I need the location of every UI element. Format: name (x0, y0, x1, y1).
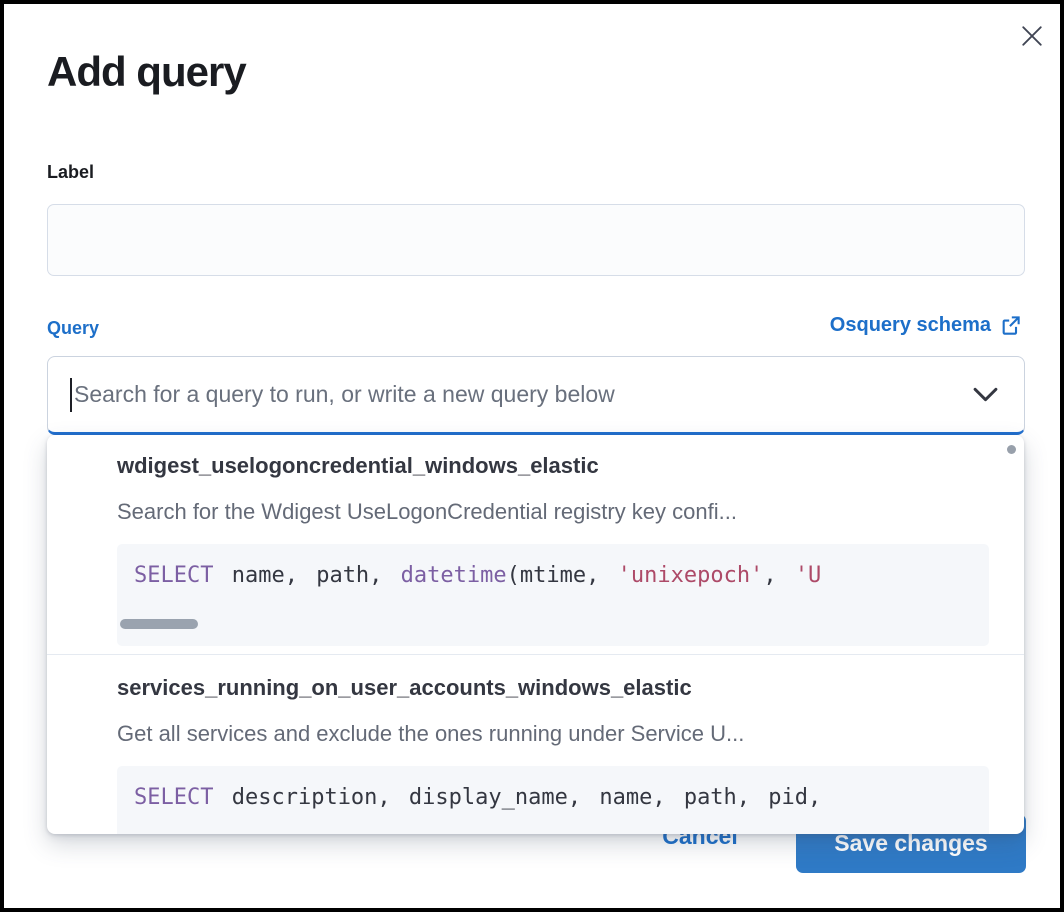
sql-token: , (763, 563, 795, 588)
sql-token: name, path, (213, 563, 401, 588)
query-option-sql-preview: SELECT description, display_name, name, … (117, 766, 989, 834)
sql-code: SELECT description, display_name, name, … (134, 784, 977, 812)
page-title: Add query (47, 48, 247, 95)
chevron-down-icon[interactable] (973, 387, 998, 402)
vertical-scrollbar-thumb[interactable] (1007, 445, 1016, 454)
query-option-title: services_running_on_user_accounts_window… (117, 675, 692, 700)
query-option-description: Search for the Wdigest UseLogonCredentia… (117, 499, 737, 524)
query-field-label: Query (47, 318, 100, 338)
sql-token: 'U (794, 563, 822, 588)
external-link-icon (1000, 315, 1021, 336)
label-field-label: Label (47, 162, 95, 182)
option-divider (47, 654, 1024, 655)
sql-code: SELECT name, path, datetime(mtime, 'unix… (134, 562, 977, 590)
close-button[interactable] (1012, 16, 1052, 56)
osquery-schema-link[interactable]: Osquery schema (830, 314, 1021, 337)
query-option-wdigest[interactable]: wdigest_uselogoncredential_windows_elast… (47, 435, 1024, 654)
sql-token: SELECT (134, 785, 214, 810)
horizontal-scrollbar-thumb[interactable] (120, 619, 198, 629)
query-search-placeholder: Search for a query to run, or write a ne… (74, 381, 615, 407)
sql-token: SELECT (134, 563, 214, 588)
sql-token: datetime (400, 563, 507, 588)
osquery-schema-link-label: Osquery schema (829, 314, 991, 336)
query-search-input[interactable]: Search for a query to run, or write a ne… (47, 356, 1025, 435)
text-cursor (70, 377, 72, 412)
query-option-services[interactable]: services_running_on_user_accounts_window… (47, 655, 1024, 834)
query-suggestions-dropdown: wdigest_uselogoncredential_windows_elast… (47, 435, 1024, 834)
query-option-title: wdigest_uselogoncredential_windows_elast… (117, 453, 599, 478)
sql-token: 'unixepoch' (617, 563, 764, 588)
query-option-description: Get all services and exclude the ones ru… (117, 721, 745, 746)
close-icon (1018, 22, 1046, 50)
sql-token: (mtime, (506, 563, 618, 588)
label-input[interactable] (47, 204, 1025, 276)
sql-token: description, display_name, name, path, p… (213, 785, 822, 810)
query-option-sql-preview: SELECT name, path, datetime(mtime, 'unix… (117, 544, 989, 646)
